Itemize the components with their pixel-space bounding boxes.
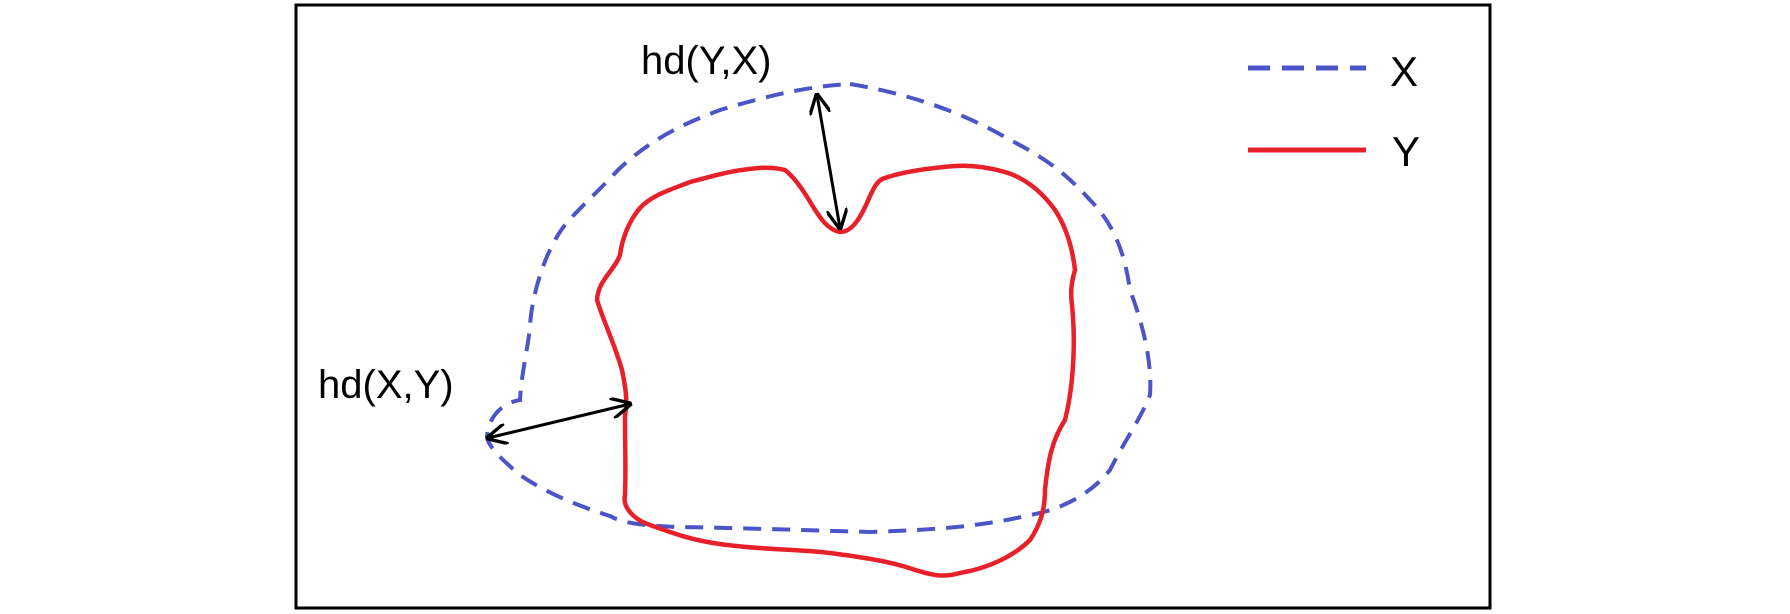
legend-x-label: X <box>1390 48 1418 95</box>
contour-y <box>594 163 1078 578</box>
arrow-hd-yx <box>817 95 840 228</box>
diagram-frame <box>294 3 1492 610</box>
legend-y-label: Y <box>1392 128 1420 175</box>
label-hd-xy: hd(X,Y) <box>318 363 454 407</box>
contour-x <box>484 81 1153 535</box>
legend: X Y <box>1248 48 1420 175</box>
label-hd-yx: hd(Y,X) <box>641 39 771 83</box>
arrow-hd-xy <box>488 404 630 438</box>
